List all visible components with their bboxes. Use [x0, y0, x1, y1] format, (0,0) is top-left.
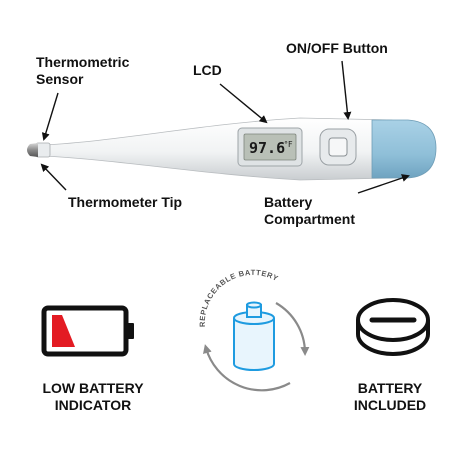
battery-compartment-label: Battery Compartment — [264, 194, 356, 227]
thermometric-sensor-label: Thermometric Sensor — [36, 54, 130, 87]
lcd-reading: 97.6 — [249, 139, 285, 157]
sensor-arrow — [41, 92, 59, 141]
thermometer-cap — [371, 119, 437, 179]
lcd-arrow — [219, 83, 268, 124]
replaceable-battery-icon: REPLACEABLE BATTERY — [198, 268, 310, 392]
battery-compartment-arrow — [357, 174, 410, 194]
refresh-arrow-upper — [275, 302, 310, 356]
coin-battery-icon — [356, 298, 430, 356]
callout-arrows — [40, 60, 410, 194]
lcd-label: LCD — [193, 62, 222, 78]
cylinder-battery — [233, 318, 275, 371]
low-battery-indicator-label: LOW BATTERY INDICATOR — [42, 380, 144, 413]
thermometer: 97.6 °F — [27, 117, 437, 181]
thermometric-sensor-tip — [27, 143, 38, 157]
battery-included-label: BATTERY INCLUDED — [353, 380, 427, 413]
low-battery-level — [52, 315, 75, 347]
lcd-screen — [243, 133, 297, 161]
lcd-unit: °F — [284, 140, 293, 149]
refresh-arrow-lower — [203, 344, 291, 392]
on-off-button[interactable] — [328, 137, 348, 157]
tip-arrow — [40, 163, 67, 191]
low-battery-icon — [41, 305, 134, 357]
on-off-arrow — [341, 60, 352, 120]
on-off-button-label: ON/OFF Button — [286, 40, 388, 56]
thermometer-tip-label: Thermometer Tip — [68, 194, 183, 210]
thermometer-tip-collar — [35, 142, 51, 158]
